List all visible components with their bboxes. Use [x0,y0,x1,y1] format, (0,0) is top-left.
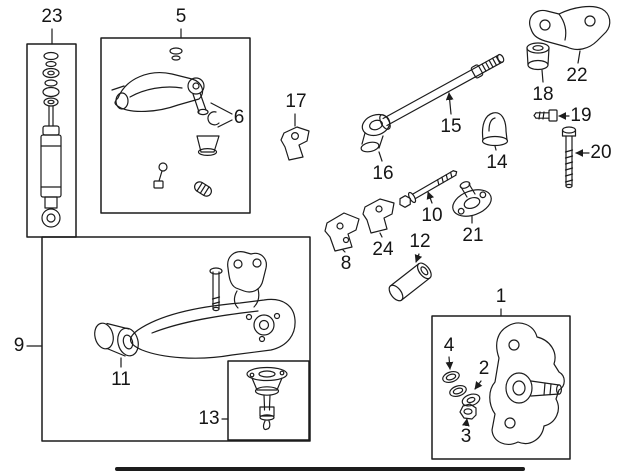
bushing-12-drawing [388,262,432,302]
part-label-15: 15 [440,116,462,137]
part-label-24: 24 [372,239,394,260]
seal-rings-4-drawing [442,370,467,398]
upper-mount-bracket-drawing [529,5,611,51]
part-label-20: 20 [590,142,612,163]
part-label-22: 22 [566,65,588,86]
part-label-10: 10 [421,205,443,226]
part-label-4: 4 [443,335,455,356]
box-part-9 [41,236,311,442]
part-label-6: 6 [233,107,245,128]
part-label-1: 1 [495,286,507,307]
part-label-13: 13 [198,408,220,429]
part-label-17: 17 [285,91,307,112]
part-label-14: 14 [486,152,508,173]
box-part-5 [100,37,251,214]
part-label-19: 19 [570,105,592,126]
part-label-12: 12 [409,231,431,252]
shock-absorber-drawing [40,51,62,228]
plate-8-drawing [324,212,360,252]
bolt-19-drawing [533,109,558,122]
part-label-23: 23 [41,6,63,27]
part-label-2: 2 [478,358,490,379]
bushing-11-drawing [94,322,139,357]
bump-stop-14-drawing [481,112,509,147]
lower-control-arm-drawing [94,251,296,359]
flange-bushing-16-drawing [360,113,391,153]
upper-control-arm-drawing [111,47,220,197]
steering-knuckle-drawing [489,322,565,445]
part-label-18: 18 [532,84,554,105]
bracket-24-drawing [362,198,395,234]
part-label-5: 5 [175,6,187,27]
bottom-edge-bar [115,467,525,471]
nut-3-drawing [459,403,477,420]
part-label-21: 21 [462,225,484,246]
part-label-16: 16 [372,163,394,184]
bracket-17-drawing [280,126,310,161]
dust-boot-drawing [196,135,220,153]
part-label-9: 9 [13,335,25,356]
cotter-pin-drawing [262,420,271,431]
part-label-11: 11 [111,369,131,390]
bolt-10-drawing [399,170,458,208]
box-part-13 [227,360,310,441]
snap-ring-drawing [207,111,220,126]
bolt-20-drawing [561,126,577,189]
part-label-3: 3 [460,426,472,447]
spring-pin-drawing [194,181,212,197]
flange-21-drawing [452,181,492,217]
ball-joint-13-drawing [246,366,288,431]
part-label-8: 8 [340,253,352,274]
leader-lines [26,28,590,427]
bushing-18-drawing [526,42,550,71]
